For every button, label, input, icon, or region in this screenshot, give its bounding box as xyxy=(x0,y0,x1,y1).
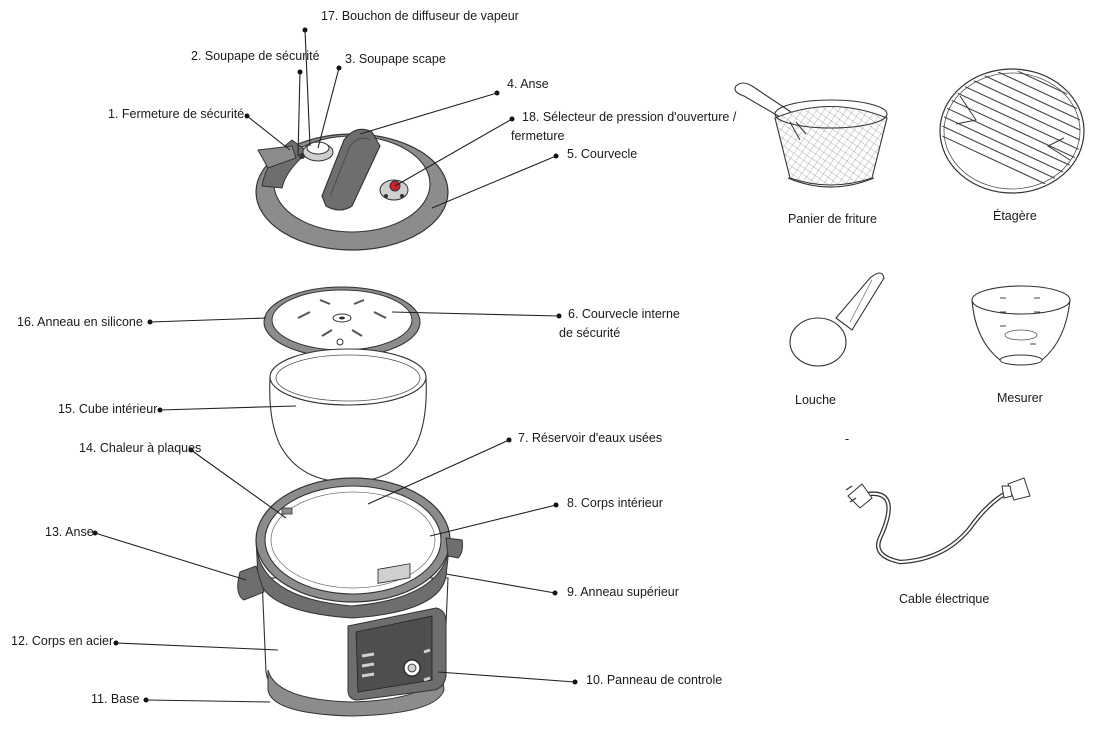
label-11-base: 11. Base xyxy=(91,692,140,706)
stray-dash: - xyxy=(845,432,850,446)
label-8-inner-body: 8. Corps intérieur xyxy=(567,496,663,510)
label-7-water-reservoir: 7. Réservoir d'eaux usées xyxy=(518,431,663,445)
label-16-silicone-ring: 16. Anneau en silicone xyxy=(17,315,143,329)
caption-frying-basket: Panier de friture xyxy=(788,212,877,226)
caption-ladle: Louche xyxy=(795,393,837,407)
label-1-safety-lock: 1. Fermeture de sécurité xyxy=(108,107,245,121)
label-17-steam-diffuser-cap: 17. Bouchon de diffuseur de vapeur xyxy=(321,9,519,23)
power-cable xyxy=(845,477,1031,565)
label-9-top-ring: 9. Anneau supérieur xyxy=(567,585,679,599)
inner-pot xyxy=(269,348,427,483)
steam-rack xyxy=(939,68,1085,194)
label-4-handle: 4. Anse xyxy=(507,77,549,91)
caption-rack: Étagère xyxy=(993,209,1037,223)
label-12-steel-body: 12. Corps en acier xyxy=(11,634,114,648)
label-5-lid: 5. Courvecle xyxy=(567,147,638,161)
label-2-safety-valve: 2. Soupape de sécurité xyxy=(191,49,320,63)
cooker-body xyxy=(237,477,463,717)
leader-lines xyxy=(92,27,578,703)
measuring-cup xyxy=(971,285,1071,366)
label-6-inner-lid-line2: de sécurité xyxy=(559,326,621,340)
label-6-inner-lid: 6. Courvecle interne xyxy=(568,307,680,321)
caption-power-cable: Cable électrique xyxy=(899,592,990,606)
ladle xyxy=(789,272,885,367)
frying-basket xyxy=(734,82,888,188)
inner-lid xyxy=(263,286,421,358)
label-13-handle: 13. Anse xyxy=(45,525,94,539)
label-10-control-panel: 10. Panneau de controle xyxy=(586,673,723,687)
label-14-heating-plate: 14. Chaleur à plaques xyxy=(79,441,202,455)
label-18-pressure-selector: 18. Sélecteur de pression d'ouverture / xyxy=(522,110,737,124)
label-18-pressure-selector-line2: fermeture xyxy=(511,129,565,143)
label-3-escape-valve: 3. Soupape scape xyxy=(345,52,446,66)
label-15-inner-pot: 15. Cube intérieur xyxy=(58,402,158,416)
lid xyxy=(255,128,449,251)
caption-measuring-cup: Mesurer xyxy=(997,391,1043,405)
